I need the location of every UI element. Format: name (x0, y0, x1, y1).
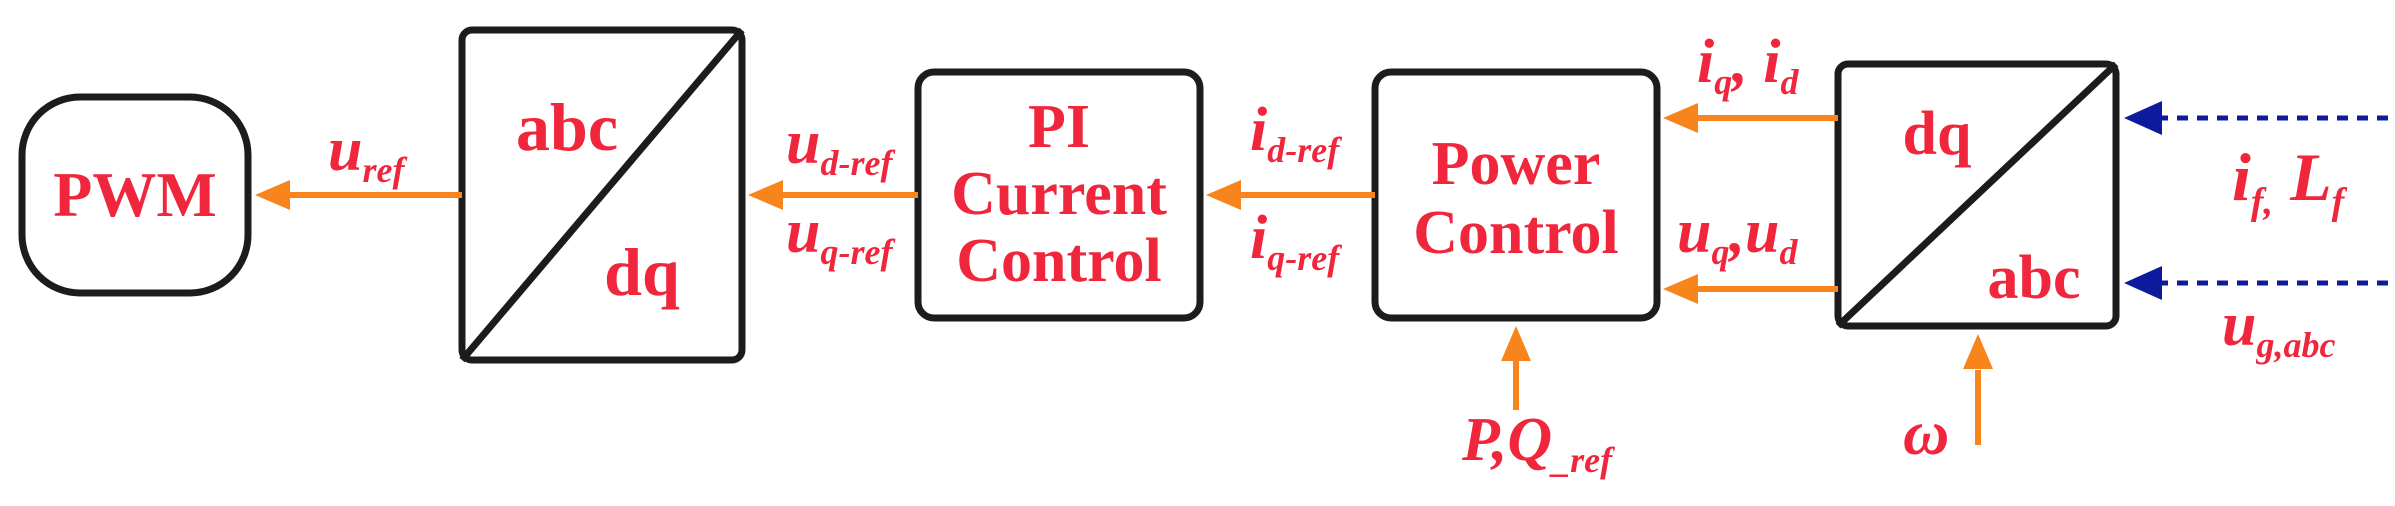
if-lf-label: if, Lf (2232, 139, 2348, 223)
if-lf-arrowhead (2124, 101, 2162, 135)
pi-label-line3: Control (956, 227, 1162, 295)
ug-abc-arrowhead (2124, 266, 2162, 300)
iq-id-label: iq, id (1697, 28, 1799, 102)
uq-ud-label: uq,ud (1677, 198, 1798, 272)
idq-ref-arrowhead (1206, 180, 1241, 210)
abc-dq-divider (459, 27, 745, 363)
power-label-line1: Power (1432, 130, 1601, 198)
uref-label: uref (328, 116, 407, 190)
udq-ref-arrowhead (748, 180, 783, 210)
uq-ref-label: uq-ref (786, 198, 895, 272)
uref-arrowhead (255, 180, 290, 210)
ug-abc-label: ug,abc (2222, 291, 2335, 365)
abc-dq-bottom-label: dq (604, 234, 680, 310)
iq-id-arrowhead (1663, 103, 1698, 133)
ud-ref-label: ud-ref (786, 109, 895, 183)
pi-label-line1: PI (1028, 93, 1090, 161)
omega-arrowhead (1963, 334, 1993, 369)
pwm-label: PWM (53, 159, 217, 230)
abc-dq-top-label: abc (516, 89, 618, 165)
dq-abc-top-label: dq (1903, 100, 1972, 168)
pq-ref-label: P,Q_ref (1461, 406, 1615, 480)
pwm-block (18, 93, 252, 297)
uq-ud-arrowhead (1663, 274, 1698, 304)
id-ref-label: id-ref (1250, 96, 1342, 170)
omega-label: ω (1903, 397, 1949, 468)
dq-abc-bottom-label: abc (1988, 244, 2081, 312)
power-label-line2: Control (1413, 199, 1619, 267)
pi-label-line2: Current (951, 160, 1167, 228)
pq-ref-arrowhead (1501, 326, 1531, 361)
iq-ref-label: iq-ref (1250, 204, 1342, 278)
dq-abc-divider (1835, 61, 2119, 329)
